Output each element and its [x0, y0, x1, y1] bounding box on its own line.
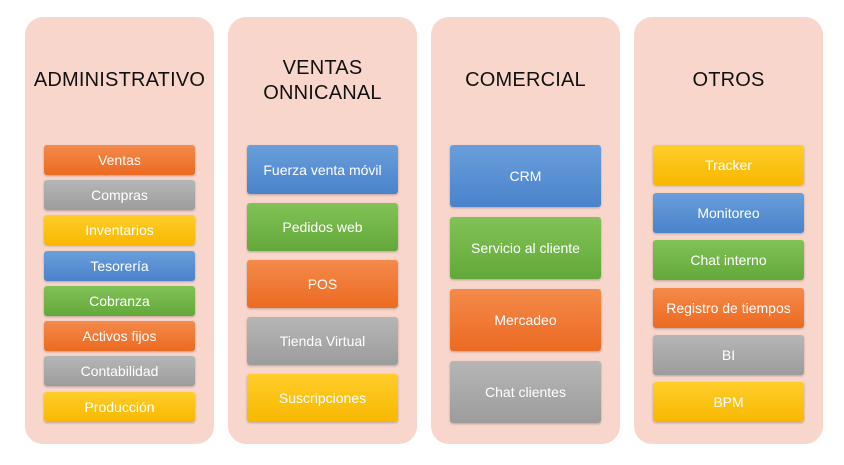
- module-pos[interactable]: POS: [247, 260, 398, 308]
- column-title-line2: ONNICANAL: [263, 82, 382, 104]
- module-servicio-al-cliente[interactable]: Servicio al cliente: [450, 217, 601, 279]
- column-otros: OTROS Tracker Monitoreo Chat interno Reg…: [634, 17, 823, 444]
- column-administrativo: ADMINISTRATIVO Ventas Compras Inventario…: [25, 17, 214, 444]
- column-comercial: COMERCIAL CRM Servicio al cliente Mercad…: [431, 17, 620, 444]
- column-ventas-onnicanal: VENTAS ONNICANAL Fuerza venta móvil Pedi…: [228, 17, 417, 444]
- module-mercadeo[interactable]: Mercadeo: [450, 289, 601, 351]
- module-tesoreria[interactable]: Tesorería: [44, 251, 195, 281]
- module-bpm[interactable]: BPM: [653, 382, 804, 422]
- module-contabilidad[interactable]: Contabilidad: [44, 356, 195, 386]
- column-title-line1: VENTAS: [282, 57, 363, 79]
- column-title: OTROS: [692, 69, 765, 91]
- module-bi[interactable]: BI: [653, 335, 804, 375]
- module-cobranza[interactable]: Cobranza: [44, 286, 195, 316]
- module-tienda-virtual[interactable]: Tienda Virtual: [247, 317, 398, 365]
- module-crm[interactable]: CRM: [450, 145, 601, 207]
- module-tracker[interactable]: Tracker: [653, 145, 804, 185]
- column-title: ADMINISTRATIVO: [33, 69, 206, 91]
- module-ventas[interactable]: Ventas: [44, 145, 195, 175]
- module-suscripciones[interactable]: Suscripciones: [247, 374, 398, 422]
- module-chat-interno[interactable]: Chat interno: [653, 240, 804, 280]
- module-produccion[interactable]: Producción: [44, 392, 195, 422]
- module-compras[interactable]: Compras: [44, 180, 195, 210]
- module-registro-de-tiempos[interactable]: Registro de tiempos: [653, 288, 804, 328]
- module-inventarios[interactable]: Inventarios: [44, 215, 195, 245]
- module-fuerza-venta-movil[interactable]: Fuerza venta móvil: [247, 145, 398, 194]
- module-chat-clientes[interactable]: Chat clientes: [450, 361, 601, 423]
- module-monitoreo[interactable]: Monitoreo: [653, 193, 804, 233]
- module-activos-fijos[interactable]: Activos fijos: [44, 321, 195, 351]
- module-pedidos-web[interactable]: Pedidos web: [247, 203, 398, 251]
- column-title: COMERCIAL: [465, 69, 586, 91]
